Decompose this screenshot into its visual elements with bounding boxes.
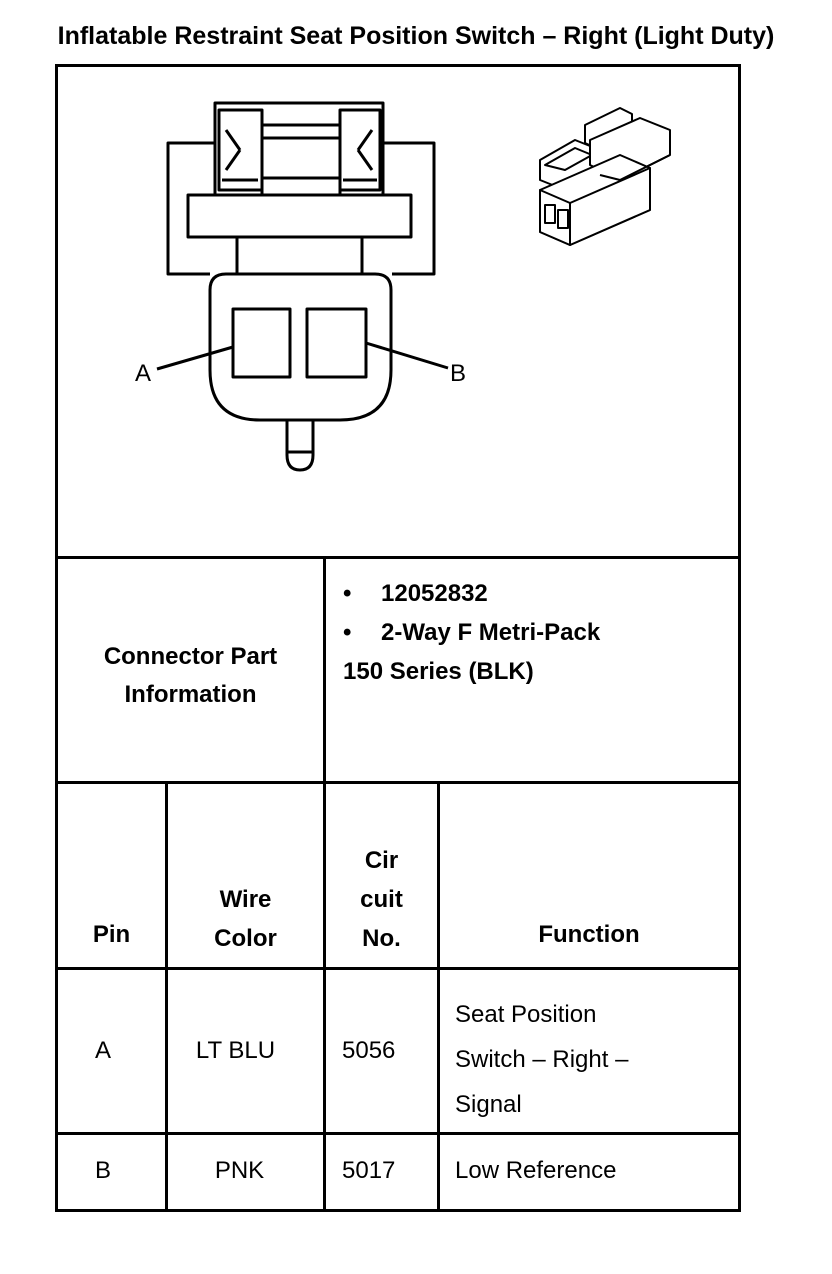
- divider: [437, 781, 440, 1212]
- header-circuit-no: Cir cuit No.: [326, 841, 437, 958]
- connector-isometric-icon: [539, 107, 671, 246]
- row-b-function: Low Reference: [455, 1157, 617, 1184]
- part-number: 12052832: [381, 580, 488, 607]
- bullet-icon: •: [343, 580, 352, 607]
- part-number-item: • 12052832: [343, 580, 488, 608]
- row-a-function-line3: Signal: [455, 1091, 522, 1118]
- row-a-wire-color: LT BLU: [195, 1037, 276, 1064]
- connector-type-item: • 2-Way F Metri-Pack: [343, 619, 600, 647]
- header-wire-color-line1: Wire: [219, 886, 272, 913]
- row-a-circuit: 5056: [342, 1037, 396, 1064]
- row-a-function-line1: Seat Position: [455, 1001, 597, 1028]
- header-pin: Pin: [92, 921, 131, 948]
- header-circuit-line3: No.: [362, 925, 401, 952]
- divider: [55, 781, 741, 784]
- pin-b-label: B: [450, 360, 466, 387]
- header-circuit-line2: cuit: [360, 886, 403, 913]
- connector-face-diagram: A B: [135, 101, 671, 472]
- connector-info-label-line2: Information: [124, 681, 257, 708]
- connector-type: 2-Way F Metri-Pack: [381, 619, 601, 646]
- header-wire-color-line2: Color: [214, 925, 277, 952]
- connector-table: [55, 64, 741, 1212]
- divider: [165, 781, 168, 1212]
- row-a-function: Seat Position Switch – Right – Signal: [455, 992, 628, 1127]
- header-circuit-line1: Cir: [364, 847, 399, 874]
- row-a-function-line2: Switch – Right –: [455, 1046, 629, 1073]
- header-function: Function: [538, 921, 640, 948]
- row-b-circuit: 5017: [342, 1157, 396, 1184]
- divider: [55, 967, 741, 970]
- header-wire-color: Wire Color: [168, 880, 323, 958]
- pin-a-label: A: [135, 360, 151, 387]
- row-b-wire-color: PNK: [214, 1157, 265, 1184]
- divider: [55, 556, 741, 559]
- row-a-pin: A: [94, 1037, 111, 1064]
- bullet-icon: •: [343, 619, 352, 646]
- connector-info-label: Connector Part Information: [58, 638, 323, 714]
- divider: [55, 1132, 741, 1135]
- divider: [323, 781, 326, 1212]
- connector-series: 150 Series (BLK): [343, 658, 534, 685]
- page-title: Inflatable Restraint Seat Position Switc…: [57, 22, 775, 50]
- row-b-pin: B: [94, 1157, 111, 1184]
- connector-info-label-line1: Connector Part: [103, 643, 278, 670]
- divider: [323, 556, 326, 784]
